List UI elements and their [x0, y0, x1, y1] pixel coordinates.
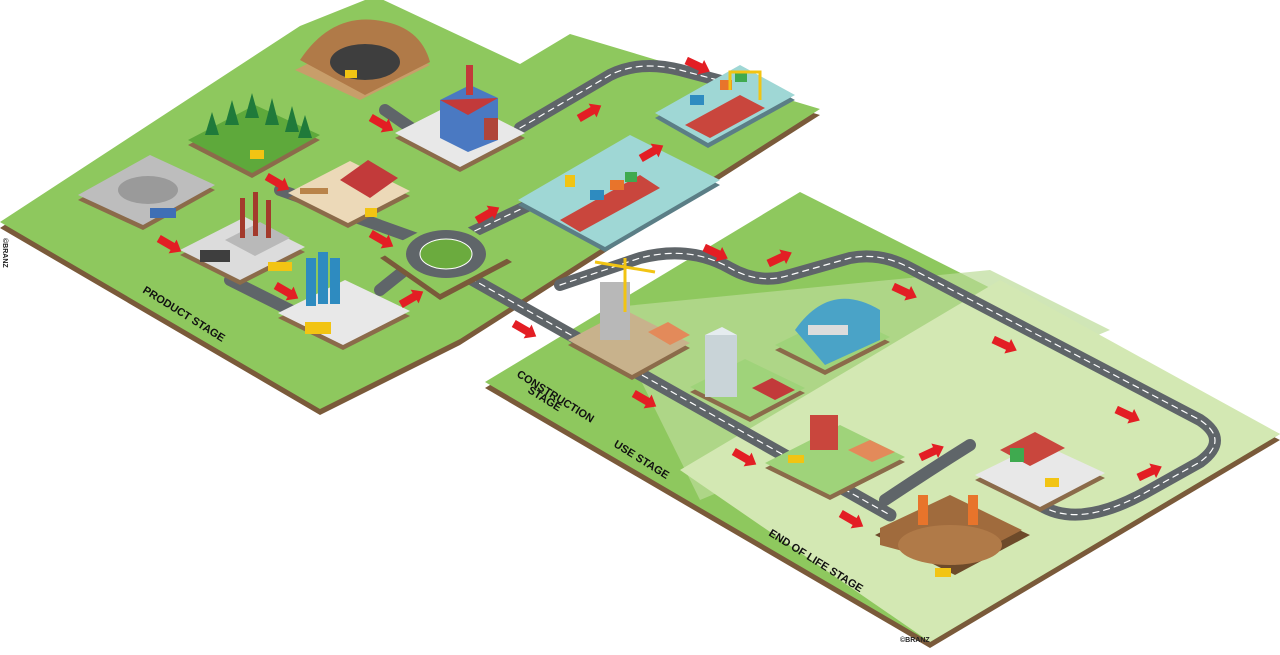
- flow-arrow: [731, 448, 757, 467]
- flow-arrow: [918, 443, 944, 462]
- flow-arrow: [891, 282, 917, 301]
- flow-arrow: [991, 335, 1017, 354]
- flow-arrow: [398, 289, 424, 308]
- copyright-left: ©BRANZ: [1, 238, 9, 268]
- end-of-life-zone: [680, 280, 1280, 642]
- flow-arrow: [1114, 405, 1140, 424]
- cement-plant: [278, 252, 410, 350]
- flow-arrow: [631, 390, 657, 409]
- flow-arrow: [838, 510, 864, 529]
- flow-arrow: [1136, 463, 1162, 482]
- refurbishment-site: [765, 415, 905, 500]
- flow-arrow: [702, 243, 728, 262]
- flow-arrow: [264, 173, 290, 192]
- product-stage-board: [0, 0, 820, 415]
- flow-arrow: [368, 230, 394, 249]
- construction-site: [568, 258, 690, 380]
- office-tower: [690, 327, 805, 422]
- flow-arrow: [368, 114, 394, 133]
- recycling-facility: [975, 432, 1105, 512]
- quarry-pit: [295, 19, 430, 100]
- aggregate-quarry: [78, 155, 215, 230]
- flow-arrow: [511, 320, 537, 339]
- sawmill: [288, 160, 410, 228]
- flow-arrow: [638, 143, 664, 162]
- lifecycle-board: [485, 192, 1280, 648]
- landfill-pit: [875, 495, 1030, 577]
- flow-arrow: [474, 205, 500, 224]
- steel-mill: [395, 65, 525, 172]
- forestry-plot: [188, 93, 320, 178]
- copyright-bottom: ©BRANZ: [900, 636, 930, 644]
- flow-arrows: [156, 56, 1162, 529]
- power-plant: [180, 192, 305, 285]
- flow-arrow: [766, 249, 792, 268]
- hydro-dam: [775, 298, 890, 375]
- container-port: [518, 65, 795, 252]
- flow-arrow: [273, 282, 299, 301]
- flow-arrow: [684, 56, 710, 75]
- flow-arrow: [576, 103, 602, 122]
- flow-arrow: [156, 235, 182, 254]
- roundabout: [380, 216, 512, 300]
